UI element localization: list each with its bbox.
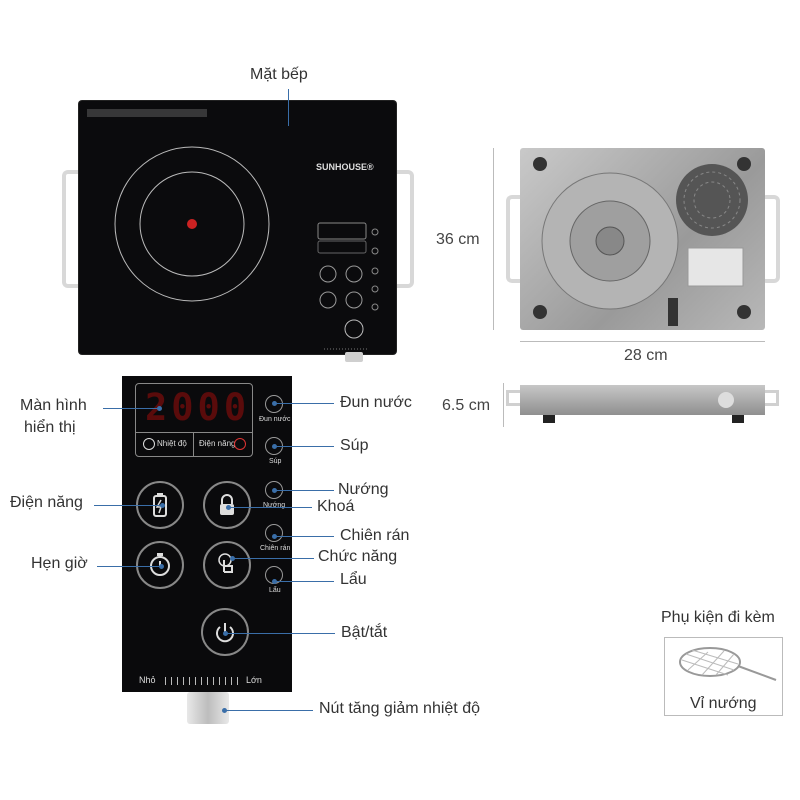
display-divider [136,432,252,433]
display-vertical-divider [193,433,194,456]
left-handle [62,170,86,288]
leader-dot-khoa [226,505,231,510]
leader-dot-bat-tat [223,631,228,636]
width-dimension-line [520,341,765,342]
leader-dot-lau [272,579,277,584]
label-chien-ran: Chiên rán [340,527,410,544]
cooktop-surface [87,109,379,350]
scale-min-label: Nhỏ [139,675,156,685]
leader-dien-nang [94,505,162,506]
leader-chuc-nang [234,558,314,559]
back-plate-detail [533,157,751,326]
cooktop-knob [345,352,363,362]
leader-dot-hen-gio [159,564,164,569]
label-man-hinh-1: Màn hình [20,397,87,414]
power-button[interactable] [201,608,249,656]
leader-hen-gio [97,566,161,567]
grill-label: Nướng [263,502,286,509]
label-dun-nuoc: Đun nước [340,394,412,411]
power-icon [216,623,234,643]
height-dimension-line [503,383,504,427]
side-right-handle [765,390,779,406]
height-dimension: 6.5 cm [442,397,491,414]
leader-bat-tat [227,633,335,634]
leader-lau [276,581,334,582]
grill-rack-image [679,647,777,681]
info-icon [143,438,155,450]
temperature-scale [165,677,240,685]
fry-label: Chiên rán [260,545,291,552]
leader-dot-sup [272,444,277,449]
leader-dot-man-hinh [157,406,162,411]
label-khoa: Khoá [317,498,355,515]
label-hen-gio: Hẹn giờ [31,555,88,572]
leader-nut-tang-giam [226,710,313,711]
label-man-hinh-2: hiển thị [24,419,76,436]
accessory-title: Phụ kiện đi kèm [661,609,775,626]
side-knob [718,392,734,408]
soup-label: Súp [269,458,282,465]
glass-top [79,101,396,354]
brand-logo: SUNHOUSE® [316,162,374,172]
battery-icon [153,493,167,517]
side-foot-left [543,415,555,423]
display-frame [135,383,253,457]
label-dien-nang: Điện năng [10,494,83,511]
side-left-handle [506,390,520,406]
touch-hand-icon [218,553,233,573]
leader-dot-dien-nang [160,503,165,508]
hotpot-label: Lẩu [269,587,281,594]
leader-dot-chien-ran [272,534,277,539]
depth-dimension: 36 cm [436,231,480,248]
leader-man-hinh [103,408,159,409]
side-foot-right [732,415,744,423]
width-dimension: 28 cm [624,347,668,364]
label-lau: Lẩu [340,571,367,588]
scale-max-label: Lớn [246,675,262,685]
accessory-item: Vỉ nướng [690,695,757,712]
label-mat-bep: Mặt bếp [250,66,308,83]
leader-nuong [276,490,334,491]
leader-khoa [230,507,312,508]
leader-dot-dun-nuoc [272,401,277,406]
power-label: Điện năng [199,439,236,448]
mat-bep-leader [288,89,289,126]
label-nuong: Nướng [338,481,389,498]
back-left-handle [506,195,526,283]
depth-dimension-line [493,148,494,330]
label-nut-tang-giam: Nút tăng giảm nhiệt độ [319,700,480,717]
right-handle [390,170,414,288]
function-button[interactable] [203,541,251,589]
label-sup: Súp [340,437,369,454]
leader-sup [276,446,334,447]
label-chuc-nang: Chức năng [318,548,398,565]
fry-button[interactable] [265,524,283,542]
leader-dun-nuoc [276,403,334,404]
boil-water-label: Đun nước [259,416,291,423]
label-bat-tat: Bật/tắt [341,624,388,641]
boil-water-button[interactable] [265,395,283,413]
leader-dot-nut-tang-giam [222,708,227,713]
accessory-box [664,637,783,716]
leader-dot-nuong [272,488,277,493]
temp-label: Nhiệt độ [157,439,187,448]
leader-dot-chuc-nang [230,556,235,561]
lightning-icon [234,438,246,450]
back-right-handle [760,195,780,283]
leader-chien-ran [276,536,334,537]
